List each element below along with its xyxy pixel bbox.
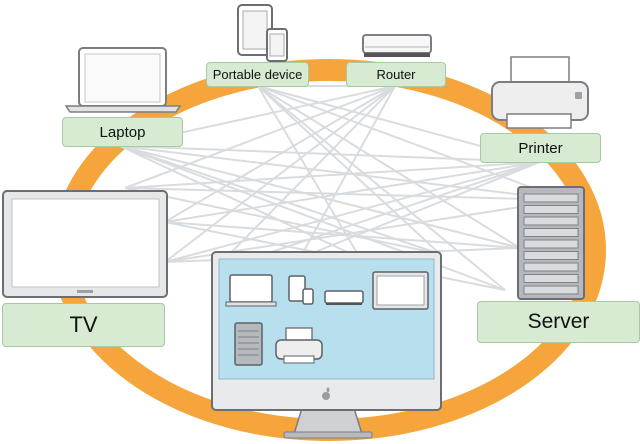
server-bay [523,205,579,214]
label-portable-device: Portable device [206,62,309,87]
mini-router-icon [324,290,364,305]
connection-line [119,145,441,255]
label-tv: TV [2,303,165,347]
portable-device-icon [237,4,288,62]
server-bay [523,228,579,237]
label-server: Server [477,301,640,343]
connection-line [164,85,396,263]
mini-tv-icon [372,271,429,310]
connection-line [164,161,541,223]
server-bay [523,193,579,203]
connection-line [164,85,396,223]
label-router: Router [346,62,446,87]
label-laptop: Laptop [62,117,183,147]
apple-logo-icon [322,387,330,400]
connection-line [119,145,566,201]
connection-line [124,187,566,201]
server-bay [523,285,579,295]
connection-line [299,161,541,259]
connection-line [164,161,541,263]
server-icon [517,186,585,300]
server-bay [523,251,579,260]
connection-line [124,187,441,255]
server-bay [523,216,579,226]
mini-printer-icon [275,327,323,364]
server-bay [523,274,579,283]
mini-server-icon [234,322,263,366]
tv-icon [2,190,168,298]
connection-line [257,85,521,249]
connection-line [119,145,361,259]
mini-portable-device-icon [288,275,314,305]
laptop-icon [64,47,182,113]
mini-laptop-icon [225,274,277,307]
printer-icon [491,56,589,129]
router-icon [362,34,432,57]
connection-line [119,145,541,163]
label-printer: Printer [480,133,601,163]
connection-line [299,85,396,259]
connection-line [124,85,396,189]
server-bay [523,239,579,249]
connection-line [124,161,541,189]
server-bay [523,262,579,272]
desktop-monitor [211,251,442,439]
